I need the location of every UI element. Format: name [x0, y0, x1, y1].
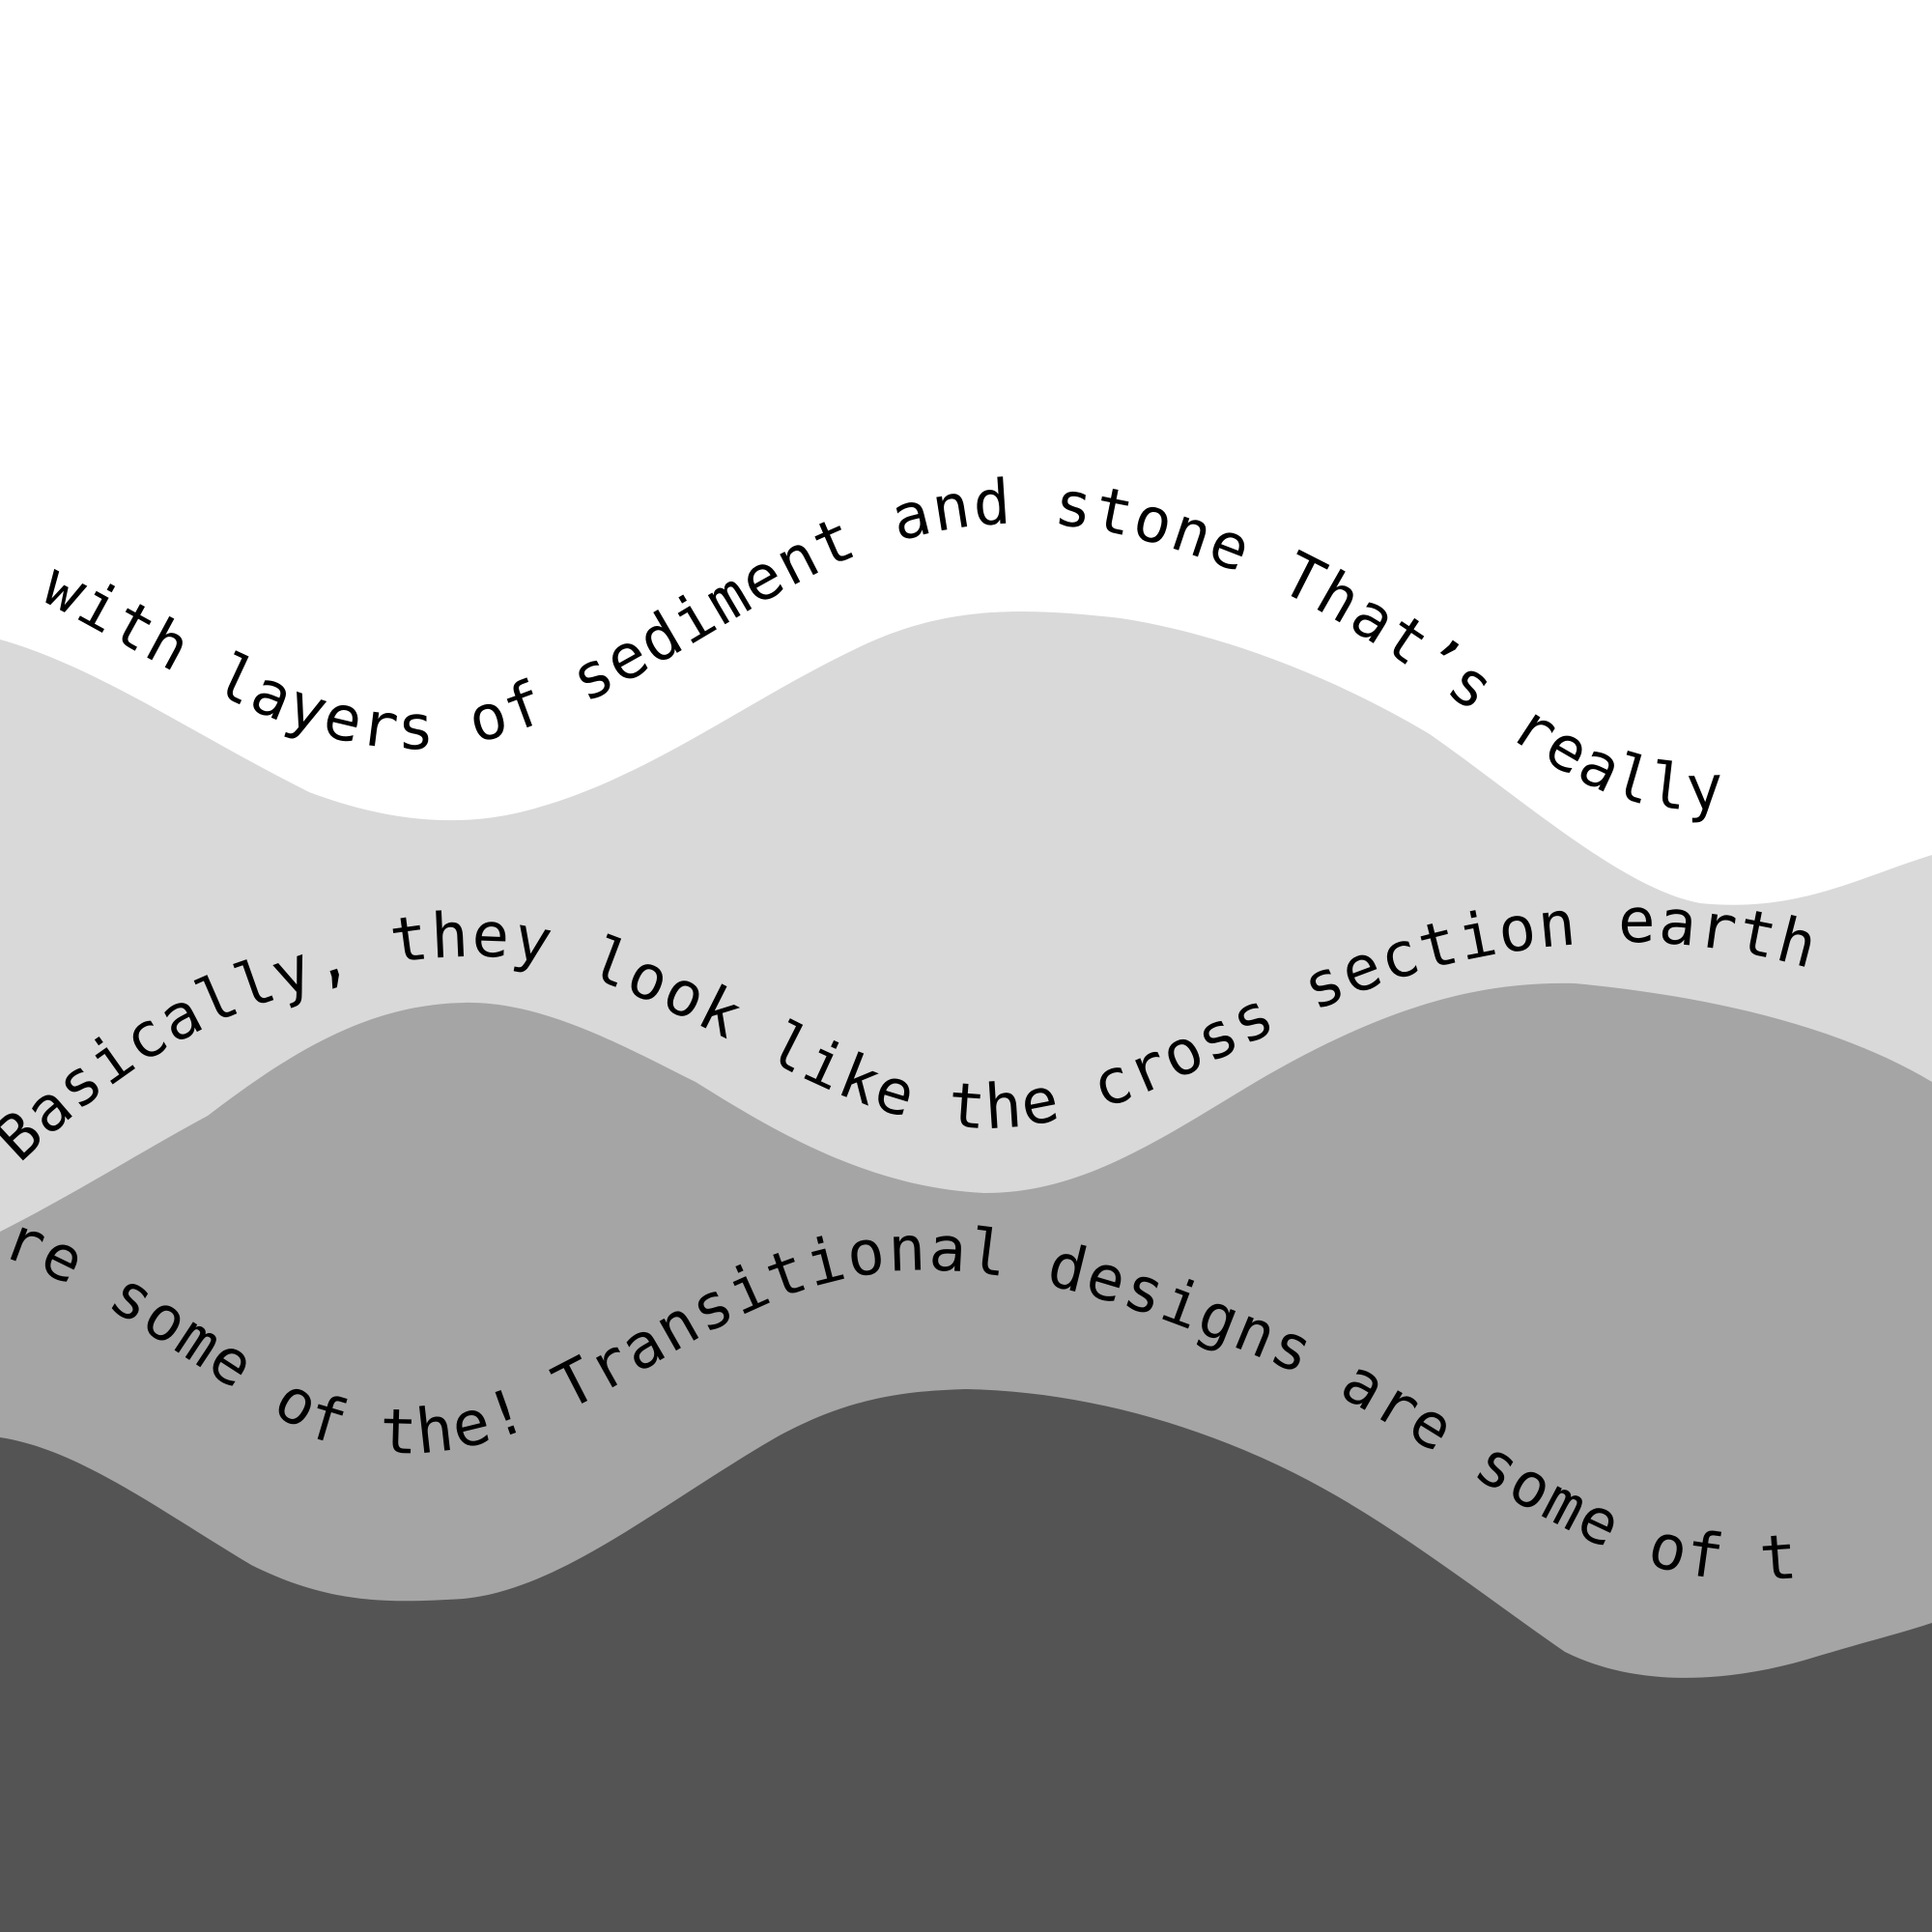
layer-dark	[0, 1389, 1932, 1932]
